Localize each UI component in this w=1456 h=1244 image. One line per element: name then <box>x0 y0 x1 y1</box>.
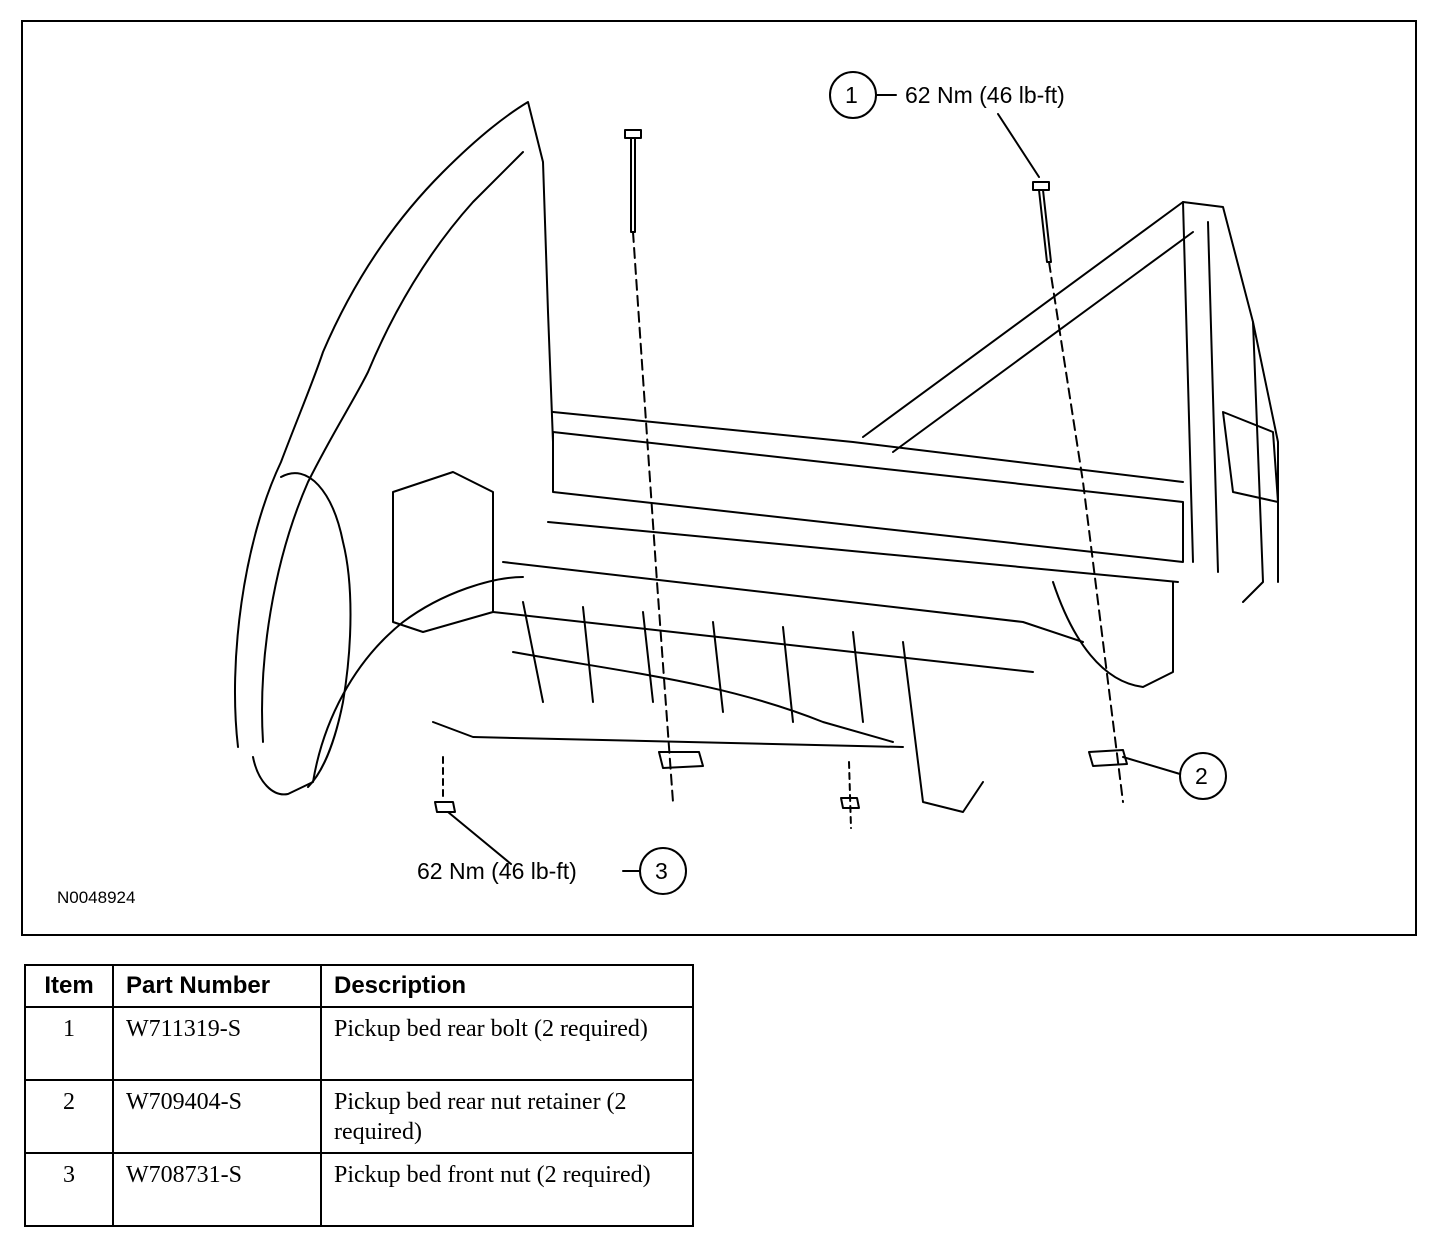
row-item: 1 <box>24 1006 114 1081</box>
callout-1-number: 1 <box>845 82 858 108</box>
parts-table: Item Part Number Description 1 W711319-S… <box>24 964 694 1227</box>
row-part-number: W709404-S <box>112 1079 322 1154</box>
row-part-number: W708731-S <box>112 1152 322 1227</box>
row-item: 2 <box>24 1079 114 1154</box>
table-row: 2 W709404-S Pickup bed rear nut retainer… <box>24 1079 694 1154</box>
bed-side-inner <box>261 151 524 743</box>
wheel-well-arch <box>252 576 524 796</box>
header-part-number: Part Number <box>112 964 322 1008</box>
bed-front-panel <box>552 431 1184 563</box>
table-row: 3 W708731-S Pickup bed front nut (2 requ… <box>24 1152 694 1227</box>
bed-front-top <box>552 411 1184 483</box>
figure-id: N0048924 <box>57 888 136 907</box>
crossmember <box>502 561 1084 643</box>
nut-lower-left <box>434 801 456 813</box>
table-header-row: Item Part Number Description <box>24 964 694 1008</box>
row-item: 3 <box>24 1152 114 1227</box>
table-row: 1 W711319-S Pickup bed rear bolt (2 requ… <box>24 1006 694 1081</box>
callout-1-torque: 62 Nm (46 lb-ft) <box>905 82 1065 108</box>
bolt-right-upper <box>1032 181 1052 263</box>
pickup-bed-line-drawing <box>234 71 1279 895</box>
bed-floor-edge <box>547 521 1179 583</box>
header-item: Item <box>24 964 114 1008</box>
figure-frame: 1 62 Nm (46 lb-ft) 2 3 62 Nm (46 lb-ft) … <box>21 20 1417 936</box>
row-description: Pickup bed rear bolt (2 required) <box>320 1006 694 1081</box>
row-part-number: W711319-S <box>112 1006 322 1081</box>
nut-lower-right <box>840 797 860 809</box>
callout-3-number: 3 <box>655 858 668 884</box>
bed-right-rail <box>862 201 1264 603</box>
bed-side-panel <box>234 101 554 748</box>
bolt-left-upper <box>624 129 642 233</box>
retainer-lower-right <box>1088 749 1128 767</box>
callout-2-number: 2 <box>1195 763 1208 789</box>
callout-3-torque: 62 Nm (46 lb-ft) <box>417 858 577 884</box>
taillight-housing <box>1222 411 1279 503</box>
retainer-lower-mid <box>658 751 704 769</box>
fender-flare <box>280 472 352 788</box>
row-description: Pickup bed rear nut retainer (2 required… <box>320 1079 694 1154</box>
header-description: Description <box>320 964 694 1008</box>
callout-2-circle <box>1179 752 1227 800</box>
row-description: Pickup bed front nut (2 required) <box>320 1152 694 1227</box>
